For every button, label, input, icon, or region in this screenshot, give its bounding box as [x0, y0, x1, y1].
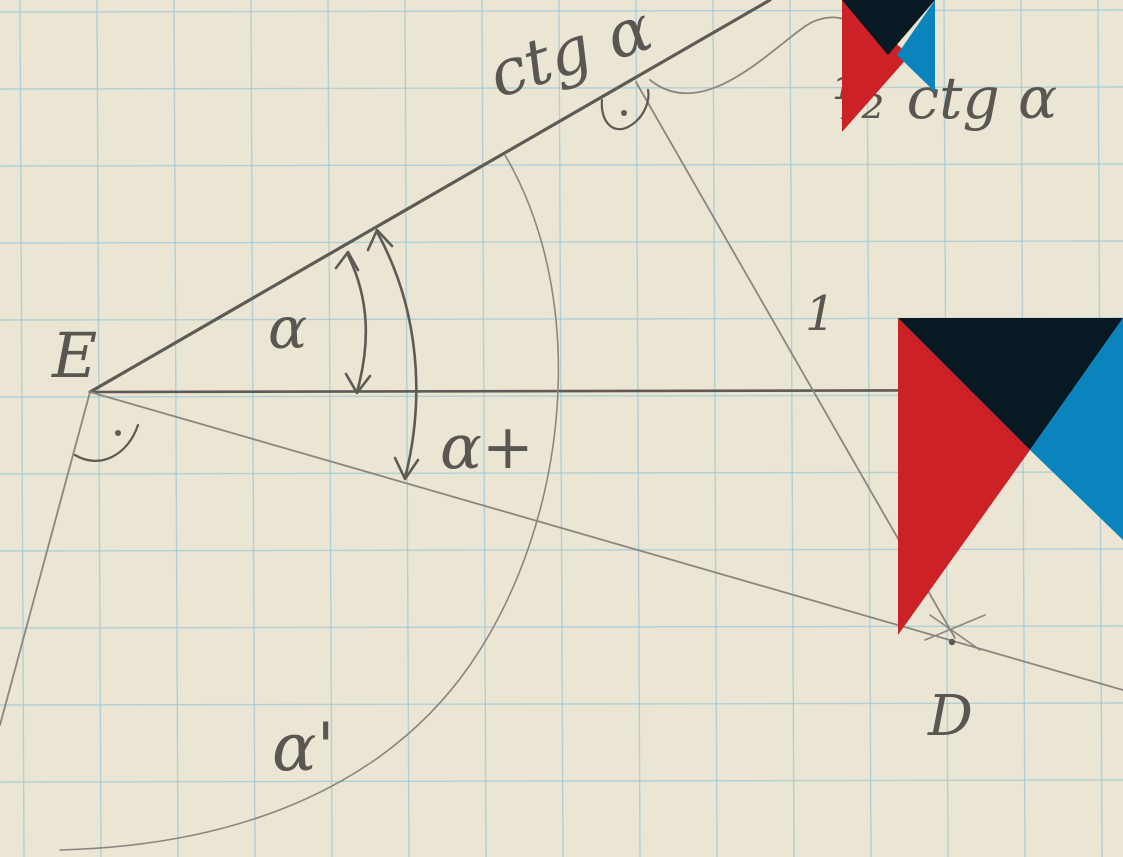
- label-angle-alpha: α: [268, 294, 307, 362]
- grid-line-horizontal: [0, 9, 1123, 13]
- grid-line-horizontal: [0, 86, 1123, 90]
- right-angle-top: [600, 88, 650, 131]
- grid-line-vertical: [327, 0, 333, 857]
- label-angle-alpha-prime: α': [272, 709, 335, 786]
- logo-small-blue: [897, 0, 935, 92]
- grid-line-horizontal: [0, 779, 1123, 783]
- alpha-arrowhead-bottom: [344, 372, 372, 395]
- grid-line-vertical: [250, 0, 256, 857]
- grid-line-vertical: [173, 0, 179, 857]
- logo-large-red: [898, 318, 1030, 635]
- construction-arc: [59, 154, 560, 851]
- perpendicular-line: [0, 391, 91, 726]
- grid-line-vertical: [481, 0, 487, 857]
- grid-line-vertical: [712, 0, 718, 857]
- label-point-e: E: [51, 319, 97, 392]
- label-angle-alpha-plus: α+: [440, 410, 534, 483]
- grid-line-horizontal: [0, 625, 1123, 629]
- d-tick-marks: [924, 614, 986, 651]
- grid-line-vertical: [19, 0, 25, 857]
- grid-line-horizontal: [0, 163, 1123, 167]
- right-angle-e: [73, 423, 140, 462]
- alpha-plus-arrowhead-bottom: [393, 456, 420, 481]
- ctg-side-line: [88, 0, 772, 394]
- right-angle-e-dot: [115, 430, 121, 436]
- grid-line-vertical: [635, 0, 641, 857]
- alpha-arrowhead-top: [334, 250, 360, 272]
- logo-large-blue: [1030, 318, 1123, 540]
- logo-large-navy: [898, 318, 1123, 450]
- logo-small-navy: [842, 0, 935, 55]
- right-angle-top-dot: [621, 110, 627, 116]
- logo-small-red: [842, 0, 910, 132]
- grid-line-vertical: [96, 0, 102, 857]
- grid-line-vertical: [558, 0, 564, 857]
- label-point-d: D: [927, 684, 973, 749]
- logo-small: [842, 0, 935, 132]
- logo-large: [898, 318, 1123, 635]
- grid-line-vertical: [404, 0, 410, 857]
- label-side-one: 1: [805, 286, 836, 342]
- grid-line-vertical: [789, 0, 795, 857]
- alpha-arrow-arc: [346, 253, 368, 394]
- grid-line-horizontal: [0, 702, 1123, 706]
- grid-line-vertical: [866, 0, 872, 857]
- point-d-dot: [948, 638, 956, 646]
- alpha-plus-arrow-arc: [375, 230, 418, 480]
- alpha-plus-arrowhead-top: [366, 228, 394, 252]
- grid-line-horizontal: [0, 240, 1123, 244]
